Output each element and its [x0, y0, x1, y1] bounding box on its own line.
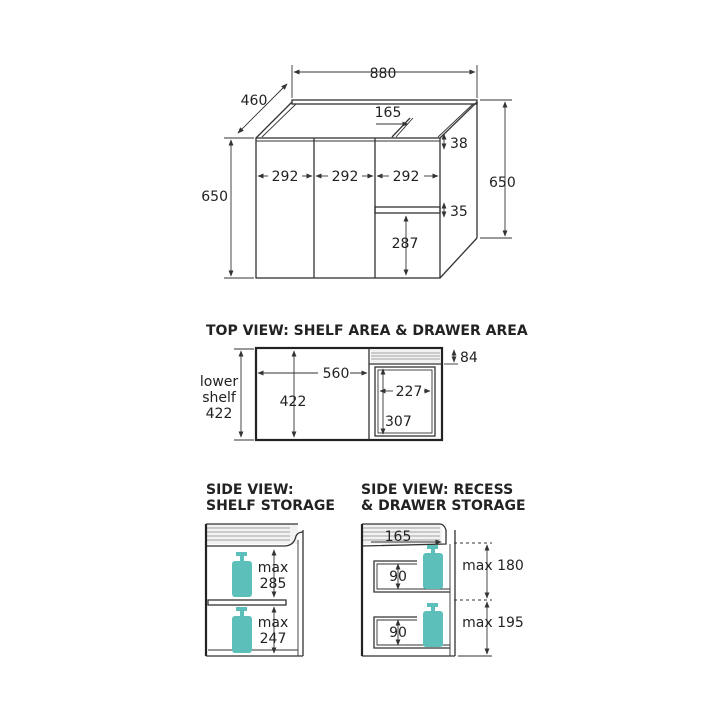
lower-shelf-label-2: shelf	[202, 390, 237, 406]
front-body	[255, 137, 441, 279]
side-shelf-title-2: SHELF STORAGE	[206, 498, 335, 514]
side-recess-title-2: & DRAWER STORAGE	[361, 498, 526, 514]
dim-shelf-depth-422: 422	[280, 394, 307, 410]
side-shelf-top-outline	[206, 523, 304, 547]
dim-max-195: max 195	[462, 615, 524, 631]
side-shelf-lower-max-value: 247	[260, 631, 287, 647]
dim-door1-292: 292	[272, 169, 299, 185]
dim-gap-35: 35	[450, 204, 468, 220]
top-view-outer	[254, 346, 444, 442]
dim-door3-292: 292	[393, 169, 420, 185]
drawer-front	[374, 206, 441, 214]
bottle-icon	[232, 552, 252, 597]
dim-depth-460: 460	[241, 93, 268, 109]
dim-height-right-650: 650	[489, 175, 516, 191]
bottle-icon	[423, 545, 443, 589]
side-shelf-lower-max-label: max	[258, 615, 289, 631]
drawer-box-inner	[377, 369, 433, 434]
lower-shelf-label-1: lower	[200, 374, 239, 390]
dim-drawer-depth-307: 307	[385, 414, 412, 430]
dim-door2-292: 292	[332, 169, 359, 185]
drawer-box	[374, 366, 436, 437]
side-recess-top-strip	[362, 524, 442, 544]
top-view-title: TOP VIEW: SHELF AREA & DRAWER AREA	[206, 323, 528, 339]
dim-max-180: max 180	[462, 558, 524, 574]
dim-width-880: 880	[370, 66, 397, 82]
dim-gap-38: 38	[450, 136, 468, 152]
recess-divider-2	[395, 117, 414, 138]
lower-drawer	[373, 616, 450, 649]
right-side-bottom	[439, 237, 478, 279]
side-shelf-upper-max-value: 285	[260, 576, 287, 592]
side-recess-title-1: SIDE VIEW: RECESS	[361, 482, 513, 498]
recess-divider	[391, 117, 411, 138]
dim-shelf-width-560: 560	[323, 366, 350, 382]
side-shelf-mid-shelf	[207, 599, 287, 606]
top-face-right-edge	[439, 101, 478, 139]
dim-drawer-width-227: 227	[396, 384, 423, 400]
vanity-front-view	[255, 99, 478, 279]
recess-hatch	[371, 350, 440, 363]
lower-shelf-label-3: 422	[206, 406, 233, 422]
side-shelf-upper-max-label: max	[258, 560, 289, 576]
dim-line-depth	[237, 83, 288, 134]
side-recess-top-outline	[361, 523, 447, 547]
bottle-icon	[423, 603, 443, 647]
dim-lower-drawer-90: 90	[389, 625, 407, 641]
bottle-icon	[232, 607, 252, 653]
dim-drawer-287: 287	[392, 236, 419, 252]
dim-recess-depth-165: 165	[385, 529, 412, 545]
top-face-inner-right	[437, 103, 474, 138]
top-view-plan	[254, 346, 444, 442]
top-face-back	[291, 99, 478, 105]
dim-height-left-650: 650	[201, 189, 228, 205]
dim-offset-84: 84	[460, 350, 478, 366]
side-recess-drawing	[360, 523, 492, 657]
upper-drawer	[373, 560, 450, 593]
side-shelf-top-strip	[206, 524, 298, 544]
side-shelf-title-1: SIDE VIEW:	[206, 482, 294, 498]
side-shelf-drawing	[204, 523, 304, 657]
dim-upper-drawer-90: 90	[389, 569, 407, 585]
dim-recess-165: 165	[375, 105, 402, 121]
